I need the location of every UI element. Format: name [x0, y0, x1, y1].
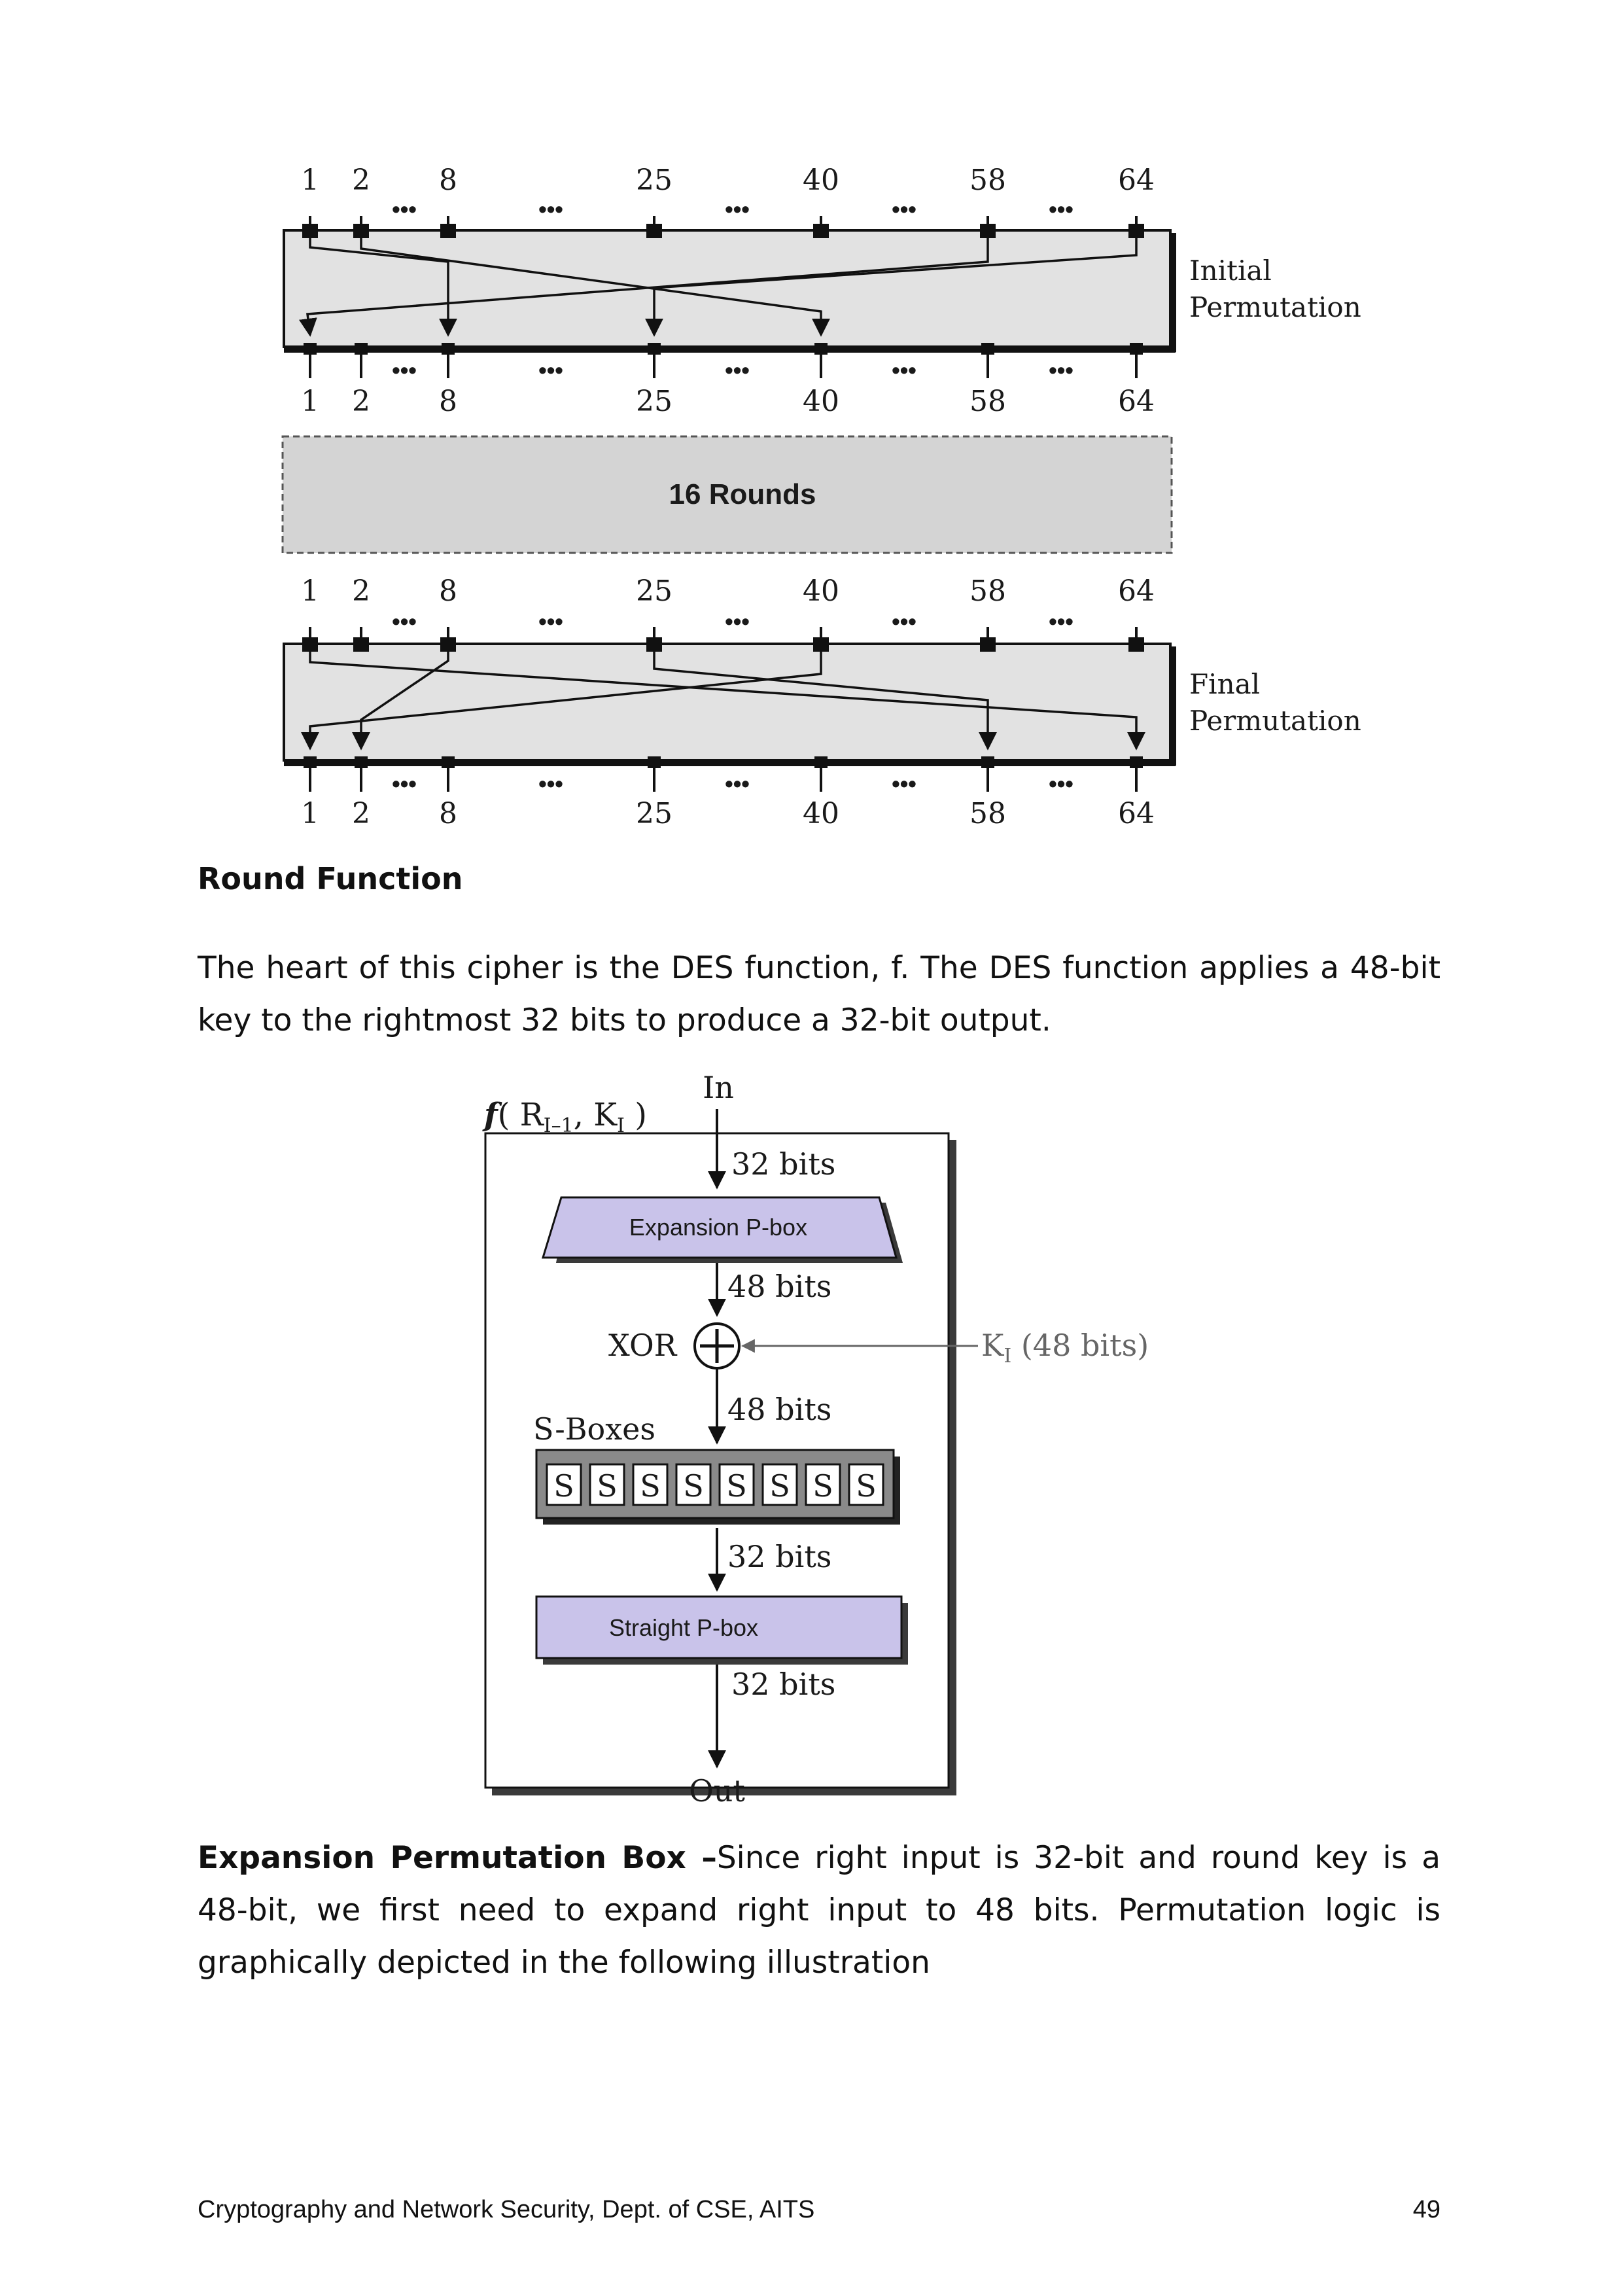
top-bit-label: 58	[969, 574, 1006, 608]
page-footer: Cryptography and Network Security, Dept.…	[198, 2196, 1440, 2224]
bottom-bit-label: 1	[301, 797, 319, 830]
ellipsis-dots: •••	[725, 608, 750, 635]
bottom-bit-label: 64	[1118, 385, 1155, 418]
sixteen-rounds-block: 16 Rounds	[281, 435, 1173, 554]
bottom-bit-label: 8	[439, 385, 457, 418]
bits-label: 48 bits	[727, 1392, 831, 1427]
ellipsis-dots: •••	[1049, 357, 1073, 383]
in-label: In	[703, 1070, 734, 1105]
round-function-paragraph: The heart of this cipher is the DES func…	[198, 950, 1440, 1038]
permutation-diagram: 1 2 8 25 40 58 64 ••• ••• ••• ••• •••	[281, 164, 1361, 830]
bottom-bit-label: 40	[803, 385, 839, 418]
ellipsis-dots: •••	[725, 357, 750, 383]
ellipsis-dots: •••	[392, 357, 417, 383]
top-bit-label: 1	[301, 164, 319, 197]
ellipsis-dots: •••	[538, 357, 563, 383]
round-function-heading: Round Function	[198, 861, 463, 896]
ellipsis-dots: •••	[892, 196, 916, 222]
bits-label: 48 bits	[727, 1269, 831, 1304]
top-bit-label: 25	[636, 574, 672, 608]
bottom-bit-label: 58	[969, 797, 1006, 830]
bits-label: 32 bits	[727, 1539, 831, 1574]
ellipsis-dots: •••	[1049, 770, 1073, 797]
function-label: f( RI–1, KI )	[482, 1097, 647, 1137]
top-bit-label: 2	[352, 164, 370, 197]
ellipsis-dots: •••	[892, 357, 916, 383]
bottom-bit-label: 64	[1118, 797, 1155, 830]
footer-text: Cryptography and Network Security, Dept.…	[198, 2196, 815, 2223]
sbox-cell: S	[597, 1468, 618, 1504]
bottom-bit-label: 1	[301, 385, 319, 418]
ellipsis-dots: •••	[538, 770, 563, 797]
sbox-cell: S	[726, 1468, 747, 1504]
initial-permutation-label: Initial	[1189, 255, 1272, 287]
ellipsis-dots: •••	[1049, 608, 1073, 635]
top-bit-label: 64	[1118, 574, 1155, 608]
des-function-diagram: f( RI–1, KI ) In 32 bits Expansion P-box…	[482, 1070, 1149, 1809]
bottom-bit-label: 2	[352, 385, 370, 418]
sbox-row: S S S S S S S S	[535, 1449, 900, 1525]
sbox-cell: S	[553, 1468, 574, 1504]
top-bit-label: 64	[1118, 164, 1155, 197]
round-key-label: KI (48 bits)	[981, 1328, 1149, 1368]
ellipsis-dots: •••	[1049, 196, 1073, 222]
bottom-bit-label: 2	[352, 797, 370, 830]
top-bit-label: 2	[352, 574, 370, 608]
sbox-cell: S	[769, 1468, 790, 1504]
xor-operator: XOR	[608, 1322, 741, 1369]
top-bit-label: 40	[803, 574, 839, 608]
expansion-paragraph: Expansion Permutation Box –Since right i…	[198, 1832, 1440, 1989]
ellipsis-dots: •••	[392, 770, 417, 797]
final-permutation-label: Permutation	[1189, 705, 1361, 737]
svg-text:XOR: XOR	[608, 1328, 678, 1363]
ellipsis-dots: •••	[892, 770, 916, 797]
top-bit-label: 8	[439, 164, 457, 197]
ellipsis-dots: •••	[892, 608, 916, 635]
page-number: 49	[1412, 2196, 1440, 2223]
top-bit-label: 1	[301, 574, 319, 608]
top-bit-label: 58	[969, 164, 1006, 197]
initial-permutation-label: Permutation	[1189, 291, 1361, 323]
svg-text:Straight P-box: Straight P-box	[609, 1614, 758, 1641]
sbox-cell: S	[812, 1468, 833, 1504]
bits-label: 32 bits	[731, 1667, 835, 1702]
final-permutation-block: 1 2 8 25 40 58 64 ••• ••• ••• ••• •••	[283, 574, 1361, 830]
sbox-cell: S	[640, 1468, 661, 1504]
expansion-text: Since right input is 32-bit and round ke…	[198, 1840, 1441, 1981]
expansion-heading: Expansion Permutation Box –	[198, 1840, 717, 1876]
svg-text:Expansion P-box: Expansion P-box	[629, 1214, 807, 1241]
straight-p-box: Straight P-box	[535, 1595, 908, 1665]
bottom-bit-label: 25	[636, 797, 672, 830]
sboxes-label: S-Boxes	[533, 1411, 655, 1447]
bottom-bit-label: 8	[439, 797, 457, 830]
bottom-bit-label: 25	[636, 385, 672, 418]
ellipsis-dots: •••	[538, 196, 563, 222]
ellipsis-dots: •••	[725, 196, 750, 222]
ellipsis-dots: •••	[392, 608, 417, 635]
final-permutation-label: Final	[1189, 668, 1260, 700]
out-label: Out	[689, 1773, 745, 1809]
sbox-cell: S	[856, 1468, 877, 1504]
top-bit-label: 40	[803, 164, 839, 197]
bits-label: 32 bits	[731, 1146, 835, 1182]
bottom-bit-label: 58	[969, 385, 1006, 418]
top-bit-label: 8	[439, 574, 457, 608]
ellipsis-dots: •••	[725, 770, 750, 797]
bottom-bit-label: 40	[803, 797, 839, 830]
sbox-cell: S	[683, 1468, 704, 1504]
rounds-label: 16 Rounds	[669, 478, 816, 510]
ellipsis-dots: •••	[392, 196, 417, 222]
top-bit-label: 25	[636, 164, 672, 197]
expansion-p-box: Expansion P-box	[541, 1196, 903, 1263]
ellipsis-dots: •••	[538, 608, 563, 635]
initial-permutation-block: 1 2 8 25 40 58 64 ••• ••• ••• ••• •••	[283, 164, 1361, 418]
